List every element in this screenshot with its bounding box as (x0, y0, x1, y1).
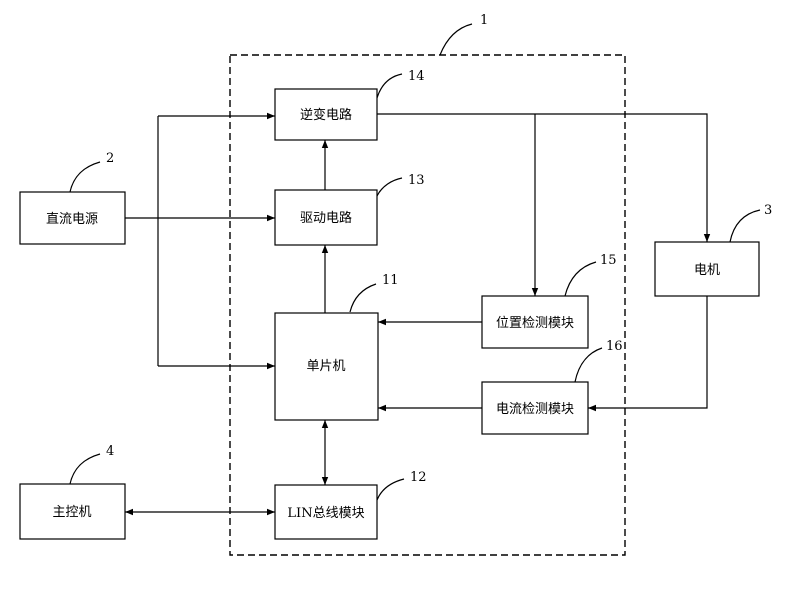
label-driver: 驱动电路 (300, 210, 352, 226)
block-motor: 电机 (654, 241, 760, 297)
ref-14: 14 (408, 69, 425, 84)
label-lin: LIN总线模块 (287, 506, 364, 521)
controller-enclosure (229, 54, 626, 556)
leader-2 (69, 161, 101, 193)
ref-2: 2 (106, 151, 114, 166)
label-master: 主控机 (52, 505, 91, 520)
ref-3: 3 (764, 203, 772, 218)
leader-15 (564, 261, 597, 297)
label-motor: 电机 (694, 263, 720, 278)
leader-14 (376, 73, 403, 99)
block-position-detection: 位置检测模块 (481, 295, 589, 349)
leader-16 (574, 347, 603, 383)
ref-11: 11 (382, 273, 399, 288)
block-current-detection: 电流检测模块 (481, 381, 589, 435)
label-mcu: 单片机 (306, 359, 345, 374)
block-inverter: 逆变电路 (274, 88, 378, 141)
ref-12: 12 (410, 470, 427, 485)
leader-1 (439, 23, 473, 56)
block-mcu: 单片机 (274, 312, 379, 421)
label-dc-power: 直流电源 (46, 212, 98, 227)
leader-13 (376, 177, 403, 197)
ref-16: 16 (606, 339, 623, 354)
ref-4: 4 (106, 444, 114, 459)
block-master: 主控机 (19, 483, 126, 540)
block-dc-power: 直流电源 (19, 191, 126, 245)
label-inverter: 逆变电路 (300, 107, 352, 123)
label-position-detection: 位置检测模块 (496, 316, 574, 331)
ref-15: 15 (600, 253, 617, 268)
motor-to-current-line (588, 296, 708, 412)
inverter-output-line (377, 113, 711, 242)
ref-13: 13 (408, 173, 425, 188)
block-driver: 驱动电路 (274, 189, 378, 246)
reference-numbers: 1 2 3 4 11 12 13 14 15 16 (106, 13, 772, 485)
leader-12 (376, 478, 405, 501)
leader-3 (729, 209, 761, 243)
connection-lines (125, 112, 711, 516)
label-current-detection: 电流检测模块 (496, 402, 574, 417)
ref-1: 1 (480, 13, 488, 28)
leader-lines (69, 23, 761, 501)
leader-4 (69, 453, 101, 485)
block-lin: LIN总线模块 (274, 484, 378, 540)
leader-11 (349, 283, 377, 313)
